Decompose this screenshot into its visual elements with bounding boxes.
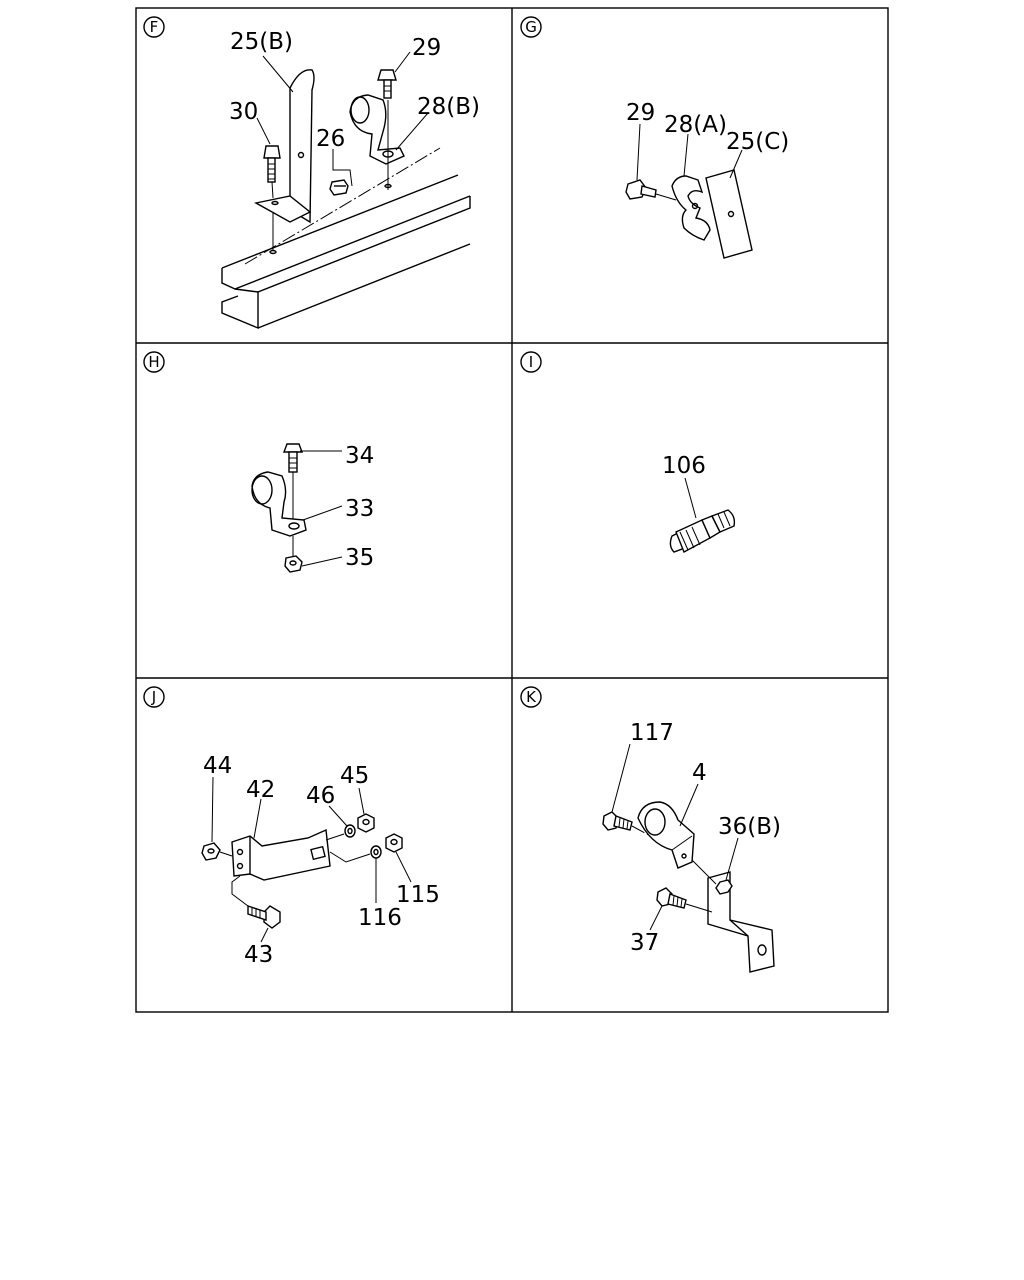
- callout-43: 43: [244, 942, 273, 968]
- bolt-37-drawing: [656, 887, 713, 913]
- panel-j: J: [143, 686, 440, 968]
- panel-grid: [135, 7, 889, 1013]
- panel-g-letter: G: [525, 18, 537, 36]
- bolt-34-drawing: [282, 443, 304, 520]
- panel-h-letter: H: [148, 353, 159, 371]
- panel-k-letter: K: [526, 688, 537, 706]
- plate-25c-drawing: [705, 169, 753, 259]
- callout-29: 29: [412, 35, 441, 61]
- panel-i: I 106: [520, 351, 736, 553]
- callout-117: 117: [630, 720, 674, 746]
- callout-28a: 28(A): [664, 112, 727, 138]
- panel-g: G 29 28(A) 25(C): [520, 16, 789, 259]
- callout-30: 30: [229, 99, 258, 125]
- bolt-43-drawing: [231, 875, 281, 929]
- bolt-29-drawing: [377, 69, 397, 190]
- callout-36b: 36(B): [718, 814, 781, 840]
- callout-37: 37: [630, 930, 659, 956]
- callout-26: 26: [316, 126, 345, 152]
- callout-25c: 25(C): [726, 129, 789, 155]
- callout-25b: 25(B): [230, 29, 293, 55]
- bolt-29-drawing: [625, 179, 677, 201]
- bolt-30-drawing: [263, 145, 281, 199]
- panel-k: K: [520, 686, 781, 973]
- callout-44: 44: [203, 753, 232, 779]
- callout-115: 115: [396, 882, 440, 908]
- callout-28b: 28(B): [417, 94, 480, 120]
- callout-33: 33: [345, 496, 374, 522]
- callout-42: 42: [246, 777, 275, 803]
- nut-35-drawing: [284, 555, 303, 573]
- callout-4: 4: [692, 760, 707, 786]
- callout-45: 45: [340, 763, 369, 789]
- washer-46-drawing: [344, 824, 356, 838]
- bracket-25b-drawing: [254, 69, 315, 255]
- callout-29: 29: [626, 100, 655, 126]
- bracket-36b-drawing: [691, 859, 775, 973]
- clip-4-drawing: [637, 801, 695, 869]
- nut-26-drawing: [329, 179, 349, 196]
- panel-h: H 34 33 35: [143, 351, 374, 573]
- panel-i-letter: I: [529, 353, 533, 371]
- nut-45-drawing: [357, 813, 375, 833]
- bracket-42-drawing: [231, 828, 331, 881]
- panel-f: F: [143, 16, 480, 330]
- callout-34: 34: [345, 443, 374, 469]
- callout-35: 35: [345, 545, 374, 571]
- callout-106: 106: [662, 453, 706, 479]
- nut-44-drawing: [201, 842, 233, 861]
- clip-33-drawing: [251, 471, 307, 556]
- nut-115-drawing: [385, 833, 403, 853]
- frame-rail-drawing: [221, 147, 471, 330]
- panel-j-letter: J: [151, 688, 156, 706]
- callout-46: 46: [306, 783, 335, 809]
- washer-116-drawing: [370, 845, 382, 859]
- panel-f-letter: F: [150, 18, 159, 36]
- callout-116: 116: [358, 905, 402, 931]
- clamp-28a-drawing: [671, 175, 711, 241]
- clip-28b-drawing: [349, 94, 405, 165]
- fitting-106-drawing: [669, 509, 736, 553]
